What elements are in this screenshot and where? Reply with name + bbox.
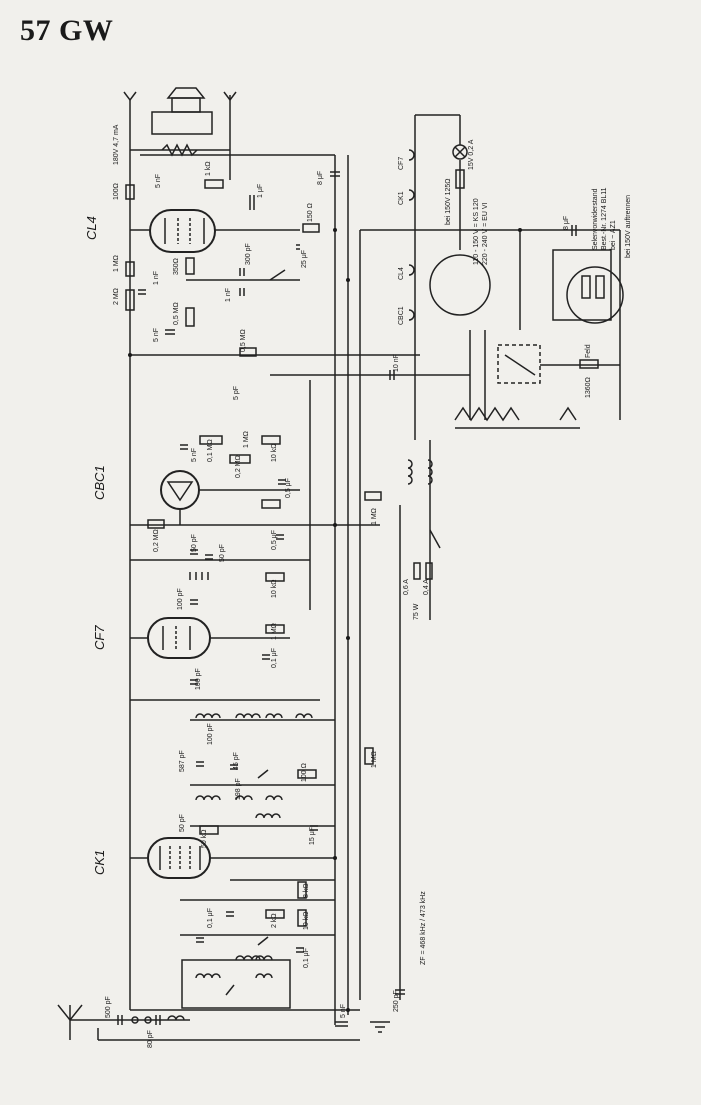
label-pot05m: 0,5 MΩ (240, 329, 247, 352)
label-r50k: 50 kΩ (201, 830, 208, 848)
label-r1m-b: 1 MΩ (371, 508, 378, 525)
label-c15uf: 15 μF (309, 827, 316, 845)
tag-cbc1: CBC1 (398, 306, 405, 325)
label-zf: ZF = 468 kHz / 473 kHz (420, 891, 427, 965)
tube-cbc1 (130, 380, 382, 610)
label-short-note: bei 150V auftrennen (625, 195, 632, 258)
label-c1nf-a: 1 nF (153, 271, 160, 285)
label-r10k-c: 10 kΩ (303, 912, 310, 930)
label-voltage-2: 220 - 240 V = EU VI (482, 202, 489, 265)
tube-label-cf7: CF7 (92, 625, 107, 650)
label-c5nf-d: 5 nF (340, 1004, 347, 1018)
tube-cf7 (130, 599, 320, 701)
label-selen-3: bei ~ AZ1 (610, 220, 617, 250)
label-c25uf: 25 μF (301, 250, 308, 268)
label-c10nf: 10 nF (393, 354, 400, 372)
label-c01uf: 0,1 μF (271, 648, 278, 668)
tag-cl4: CL4 (398, 267, 405, 280)
label-r02m-b: 0,2 MΩ (235, 455, 242, 478)
tube-ck1 (130, 825, 335, 879)
junction-dots (128, 228, 522, 1012)
label-cl4-plate: 180V 4,7 mA (113, 124, 120, 165)
label-c1nf: 1 nF (225, 288, 232, 302)
label-c45pf: 45 pF (233, 752, 240, 770)
label-voltage-1: 110 - 150 V = KS 120 (473, 198, 480, 265)
label-r05m: 0,5 MΩ (173, 302, 180, 325)
label-r2m: 2 MΩ (113, 288, 120, 305)
label-c05uf: 0,5 μF (271, 530, 278, 550)
label-r1m-c: 1 MΩ (243, 431, 250, 448)
label-r100: 100Ω (113, 183, 120, 200)
label-c50pf-b: 50 pF (219, 544, 226, 562)
label-r01m: 0,1 MΩ (207, 439, 214, 462)
page-title: 57 GW (20, 14, 114, 47)
label-r2k: 2 kΩ (271, 913, 278, 928)
label-fuse-2: 0,4 A (423, 579, 430, 595)
label-c01uf-c: 0,1 μF (303, 948, 310, 968)
label-c250pf: 250 pF (393, 990, 400, 1012)
speaker-icon (123, 87, 237, 180)
label-c8uf: 8 μF (317, 171, 324, 185)
label-c5nf: 5 nF (155, 174, 162, 188)
label-w75: 75 W (413, 603, 420, 620)
label-selen-1: Selenvorwiderstand (592, 188, 599, 250)
label-c50pf: 50 pF (191, 534, 198, 552)
label-c80pf: 80 pF (147, 1030, 154, 1048)
label-c587pf: 587 pF (179, 750, 186, 772)
label-c198pf: 198 pF (235, 778, 242, 800)
label-r150: 150 Ω (307, 203, 314, 222)
label-feld: Feld (585, 344, 592, 358)
label-r1360: 1360Ω (585, 377, 592, 398)
label-r1m-d: 1 MΩ (271, 623, 278, 640)
tag-ck1: CK1 (398, 191, 405, 205)
label-r02m: 0,2 MΩ (153, 529, 160, 552)
label-r-bei150: bei 150V 125Ω (445, 179, 452, 226)
label-r1m-cl4: 1 MΩ (113, 255, 120, 272)
tube-cl4 (130, 209, 300, 253)
tag-cf7: CF7 (398, 157, 405, 170)
label-c50pf-c: 50 pF (179, 814, 186, 832)
label-selen-2: Best.-Nr. 1274 BL11 (601, 187, 608, 250)
antenna-icon (57, 989, 405, 1041)
label-c1uf: 1 μF (257, 184, 264, 198)
tube-label-cl4: CL4 (84, 216, 99, 240)
label-r10k-b: 10 kΩ (271, 444, 278, 462)
mains-line (364, 440, 441, 1000)
label-c100pf-c: 100 pF (207, 723, 214, 745)
label-c300pf: 300 pF (245, 243, 252, 265)
label-c5nf-b: 5 nF (153, 328, 160, 342)
label-lamp: 15V 0,2 A (468, 139, 475, 170)
label-r1k: 1 kΩ (205, 161, 212, 176)
label-c5nf-c: 5 nF (191, 448, 198, 462)
label-c500pf: 500 pF (105, 996, 112, 1018)
label-c01uf-b: 0,1 μF (207, 908, 214, 928)
power-section (360, 114, 624, 440)
label-r8k: 8 kΩ (303, 883, 310, 898)
label-c100pf: 100 pF (177, 588, 184, 610)
label-c100pf-b: 100 pF (195, 668, 202, 690)
label-r100-b: 100 Ω (301, 763, 308, 782)
cl4-components (125, 171, 340, 335)
label-r350: 350Ω (173, 258, 180, 275)
label-r10k: 10 kΩ (271, 580, 278, 598)
label-c05uf-b: 0,5 μF (285, 478, 292, 498)
input-section (180, 879, 335, 1009)
label-c8uf-b: 8 μF (563, 216, 570, 230)
tube-label-ck1: CK1 (92, 850, 107, 875)
tube-label-cbc1: CBC1 (92, 465, 107, 500)
label-c5pf: 5 pF (233, 386, 240, 400)
label-fuse-1: 0,6 A (403, 579, 410, 595)
label-r1m-e: 1 MΩ (371, 751, 378, 768)
